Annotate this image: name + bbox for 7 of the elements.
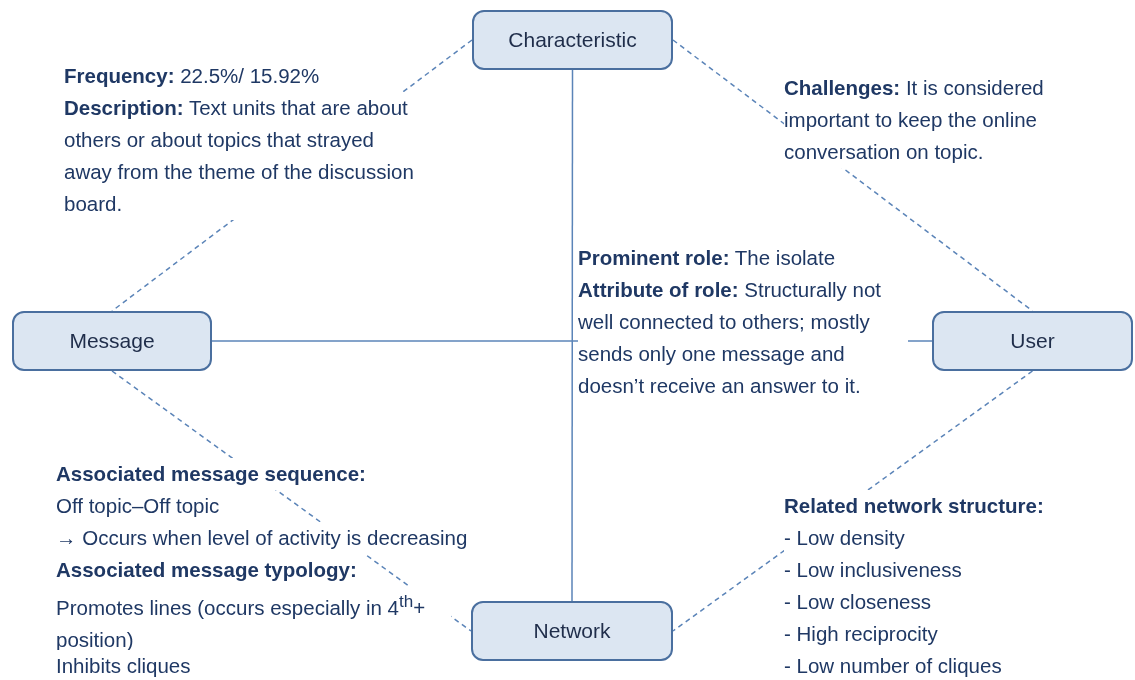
- connector-line: [571, 69, 574, 602]
- concept-box: Network: [471, 601, 673, 661]
- heading: Related network structure:: [784, 490, 1044, 522]
- concept-box: User: [932, 311, 1133, 371]
- concept-box: Message: [12, 311, 212, 371]
- concept-box: Characteristic: [472, 10, 673, 70]
- heading: Associated message sequence:: [56, 458, 366, 490]
